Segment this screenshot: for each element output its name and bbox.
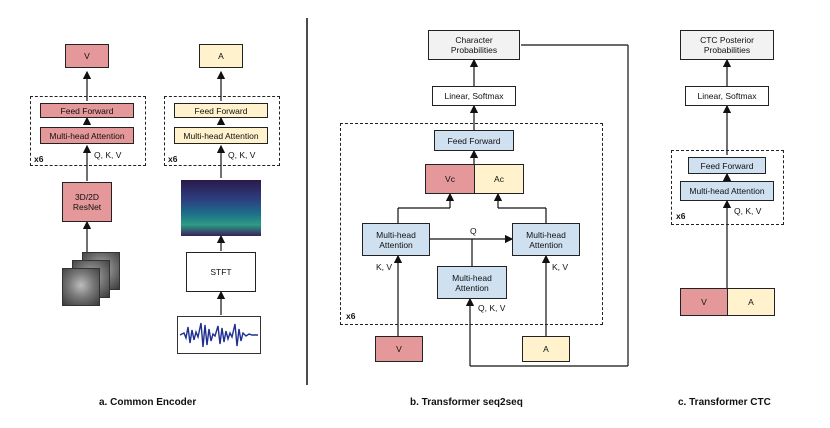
decoder-block xyxy=(340,123,603,325)
ctc-feed-forward-box: Feed Forward xyxy=(688,157,766,174)
ctc-encoder-block xyxy=(671,150,784,225)
face-frame-image xyxy=(62,268,100,306)
input-v-box: V xyxy=(375,336,423,362)
spectrogram-image xyxy=(181,180,261,236)
left-kv-label: K, V xyxy=(376,262,393,272)
audio-output-box: A xyxy=(199,44,243,68)
face-frames-image xyxy=(62,252,124,310)
audio-attention-box: Multi-head Attention xyxy=(174,127,268,144)
ctc-repeat-label: x6 xyxy=(676,211,686,221)
ctc-attention-box: Multi-head Attention xyxy=(680,181,774,201)
center-attention-box: Multi-head Attention xyxy=(437,266,507,299)
stft-box: STFT xyxy=(186,252,256,292)
ctc-input-a-box: A xyxy=(727,288,775,316)
video-feed-forward-box: Feed Forward xyxy=(40,103,134,118)
decoder-repeat-label: x6 xyxy=(346,311,356,321)
right-attention-box: Multi-head Attention xyxy=(512,223,580,256)
waveform-graphic xyxy=(179,322,258,348)
video-encoder-block xyxy=(30,96,146,166)
q-label: Q xyxy=(470,226,477,236)
ac-box: Ac xyxy=(474,164,524,194)
audio-encoder-block xyxy=(164,96,280,166)
video-attention-box: Multi-head Attention xyxy=(40,127,134,144)
vc-box: Vc xyxy=(425,164,475,194)
audio-repeat-label: x6 xyxy=(168,154,178,164)
caption-b: b. Transformer seq2seq xyxy=(410,397,523,408)
video-repeat-label: x6 xyxy=(34,154,44,164)
video-output-box: V xyxy=(65,44,109,68)
linear-softmax-box: Linear, Softmax xyxy=(432,86,516,106)
caption-c: c. Transformer CTC xyxy=(678,397,771,408)
audio-qkv-label: Q, K, V xyxy=(228,150,256,160)
left-attention-box: Multi-head Attention xyxy=(362,223,430,256)
decoder-feed-forward-box: Feed Forward xyxy=(434,130,514,151)
input-a-box: A xyxy=(522,336,570,362)
ctc-qkv-label: Q, K, V xyxy=(734,206,762,216)
audio-feed-forward-box: Feed Forward xyxy=(174,103,268,118)
char-prob-box: Character Probabilities xyxy=(428,30,520,60)
caption-a: a. Common Encoder xyxy=(99,397,197,408)
ctc-linear-softmax-box: Linear, Softmax xyxy=(685,86,769,106)
ctc-input-v-box: V xyxy=(680,288,728,316)
waveform-image xyxy=(177,316,261,354)
right-kv-label: K, V xyxy=(552,262,569,272)
qkv-label: Q, K, V xyxy=(478,303,506,313)
resnet-box: 3D/2D ResNet xyxy=(62,182,112,222)
video-qkv-label: Q, K, V xyxy=(94,150,122,160)
ctc-prob-box: CTC Posterior Probabilities xyxy=(680,30,774,60)
